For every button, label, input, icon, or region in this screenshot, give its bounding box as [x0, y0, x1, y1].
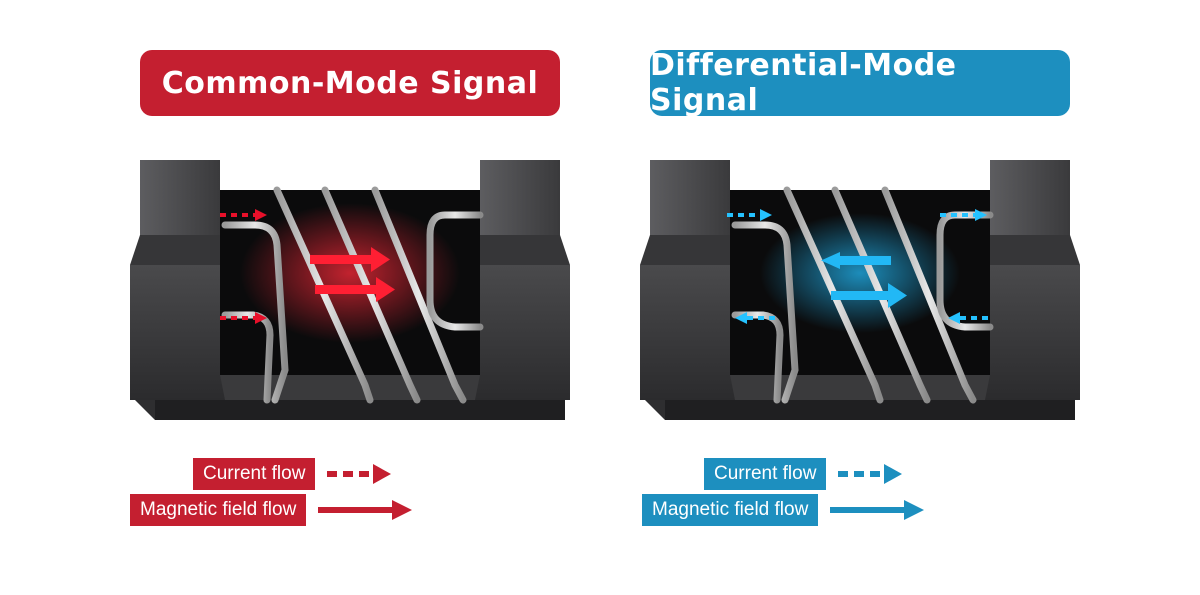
magnetic-arrows — [310, 247, 395, 302]
windings — [731, 186, 994, 404]
current-arrows — [727, 213, 993, 320]
solid-arrow-icon — [830, 500, 925, 520]
current-arrows — [220, 213, 255, 320]
legend-magnetic: Magnetic field flow — [130, 494, 416, 526]
core-left-upper — [140, 160, 220, 235]
differential-mode-title: Differential-Mode Signal — [650, 48, 1070, 118]
common-mode-title: Common-Mode Signal — [140, 50, 560, 116]
legend-magnetic-label: Magnetic field flow — [130, 494, 307, 526]
legend-current-label: Current flow — [704, 458, 827, 490]
legend-current: Current flow — [193, 458, 395, 490]
core-right-upper — [480, 160, 560, 235]
differential-mode-panel: Differential-Mode Signal — [600, 0, 1200, 595]
differential-mode-choke-illustration — [640, 160, 1080, 420]
core-right-upper — [990, 160, 1070, 235]
dashed-arrow-icon — [838, 464, 903, 484]
windings — [221, 186, 484, 404]
core-left-upper — [650, 160, 730, 235]
common-mode-panel: Common-Mode Signal — [130, 50, 570, 526]
solid-arrow-icon — [318, 500, 413, 520]
legend-current-label: Current flow — [193, 458, 316, 490]
core-left-lower — [640, 265, 735, 400]
dashed-arrow-icon — [327, 464, 392, 484]
core-right-lower — [985, 265, 1080, 400]
core-left-lower — [130, 265, 225, 400]
magnetic-arrows — [821, 252, 907, 308]
legend-current: Current flow — [704, 458, 906, 490]
core-right-lower — [475, 265, 570, 400]
common-mode-choke-illustration — [130, 160, 570, 420]
legend-magnetic: Magnetic field flow — [642, 494, 928, 526]
legend-magnetic-label: Magnetic field flow — [642, 494, 819, 526]
